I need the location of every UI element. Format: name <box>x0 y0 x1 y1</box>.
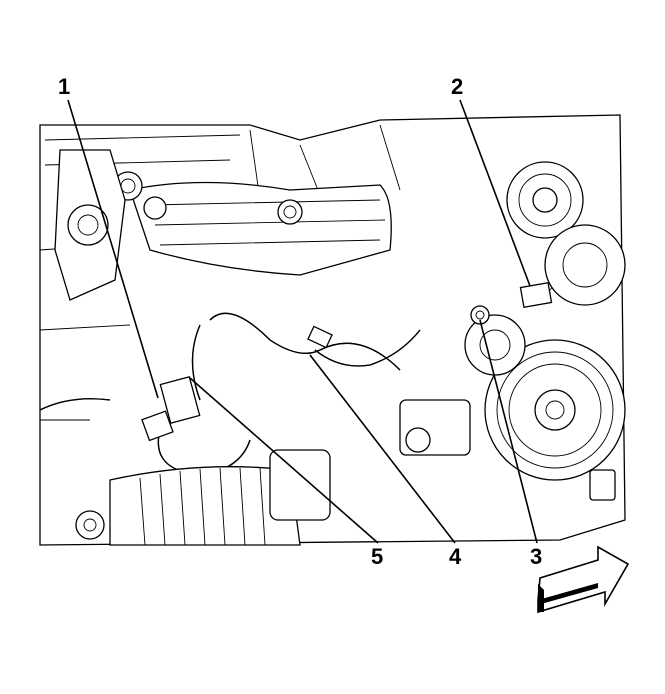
callout-2: 2 <box>451 74 464 99</box>
callout-3: 3 <box>530 544 543 569</box>
electrical-connector <box>141 376 201 442</box>
wiring-harness <box>39 312 401 476</box>
callout-4: 4 <box>449 544 462 569</box>
intake-manifold <box>113 171 392 276</box>
callout-1: 1 <box>58 74 71 99</box>
hose <box>307 325 421 367</box>
left-bracket <box>54 149 126 301</box>
center-component <box>269 399 616 521</box>
callout-5: 5 <box>371 544 384 569</box>
callout-leaders <box>67 99 538 544</box>
forward-arrow-icon <box>537 545 630 614</box>
steering-gear-boot <box>75 466 301 546</box>
accessory-pulleys <box>464 161 626 481</box>
bolt <box>470 305 490 325</box>
